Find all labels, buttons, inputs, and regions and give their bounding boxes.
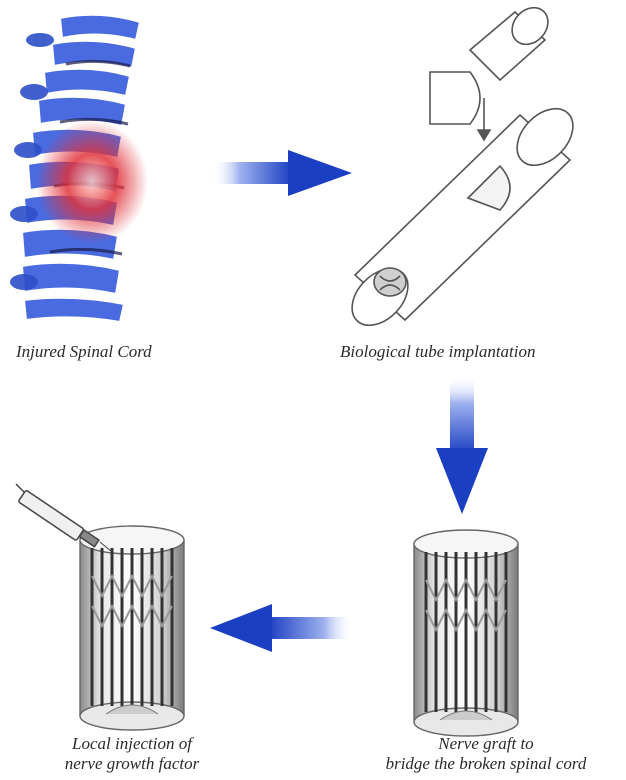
tube-illustration [351,6,574,327]
caption-injured-spinal-cord: Injured Spinal Cord [16,342,152,361]
caption-local-injection-line-2: nerve growth factor [64,754,200,773]
caption-local-injection: Local injection of nerve growth factor [42,734,222,774]
graft-cylinder-illustration [413,529,519,737]
spine-illustration [10,13,148,324]
syringe-icon [15,483,113,553]
caption-nerve-graft: Nerve graft to bridge the broken spinal … [376,734,596,774]
arrow-right-icon [212,150,352,196]
caption-tube-implantation: Biological tube implantation [340,342,536,361]
caption-local-injection-line-1: Local injection of [72,734,192,753]
arrow-down-icon [436,376,488,514]
caption-nerve-graft-line-1: Nerve graft to [438,734,534,753]
caption-nerve-graft-line-2: bridge the broken spinal cord [385,754,587,773]
injection-cylinder-illustration [79,525,185,731]
arrow-left-icon [210,604,354,652]
